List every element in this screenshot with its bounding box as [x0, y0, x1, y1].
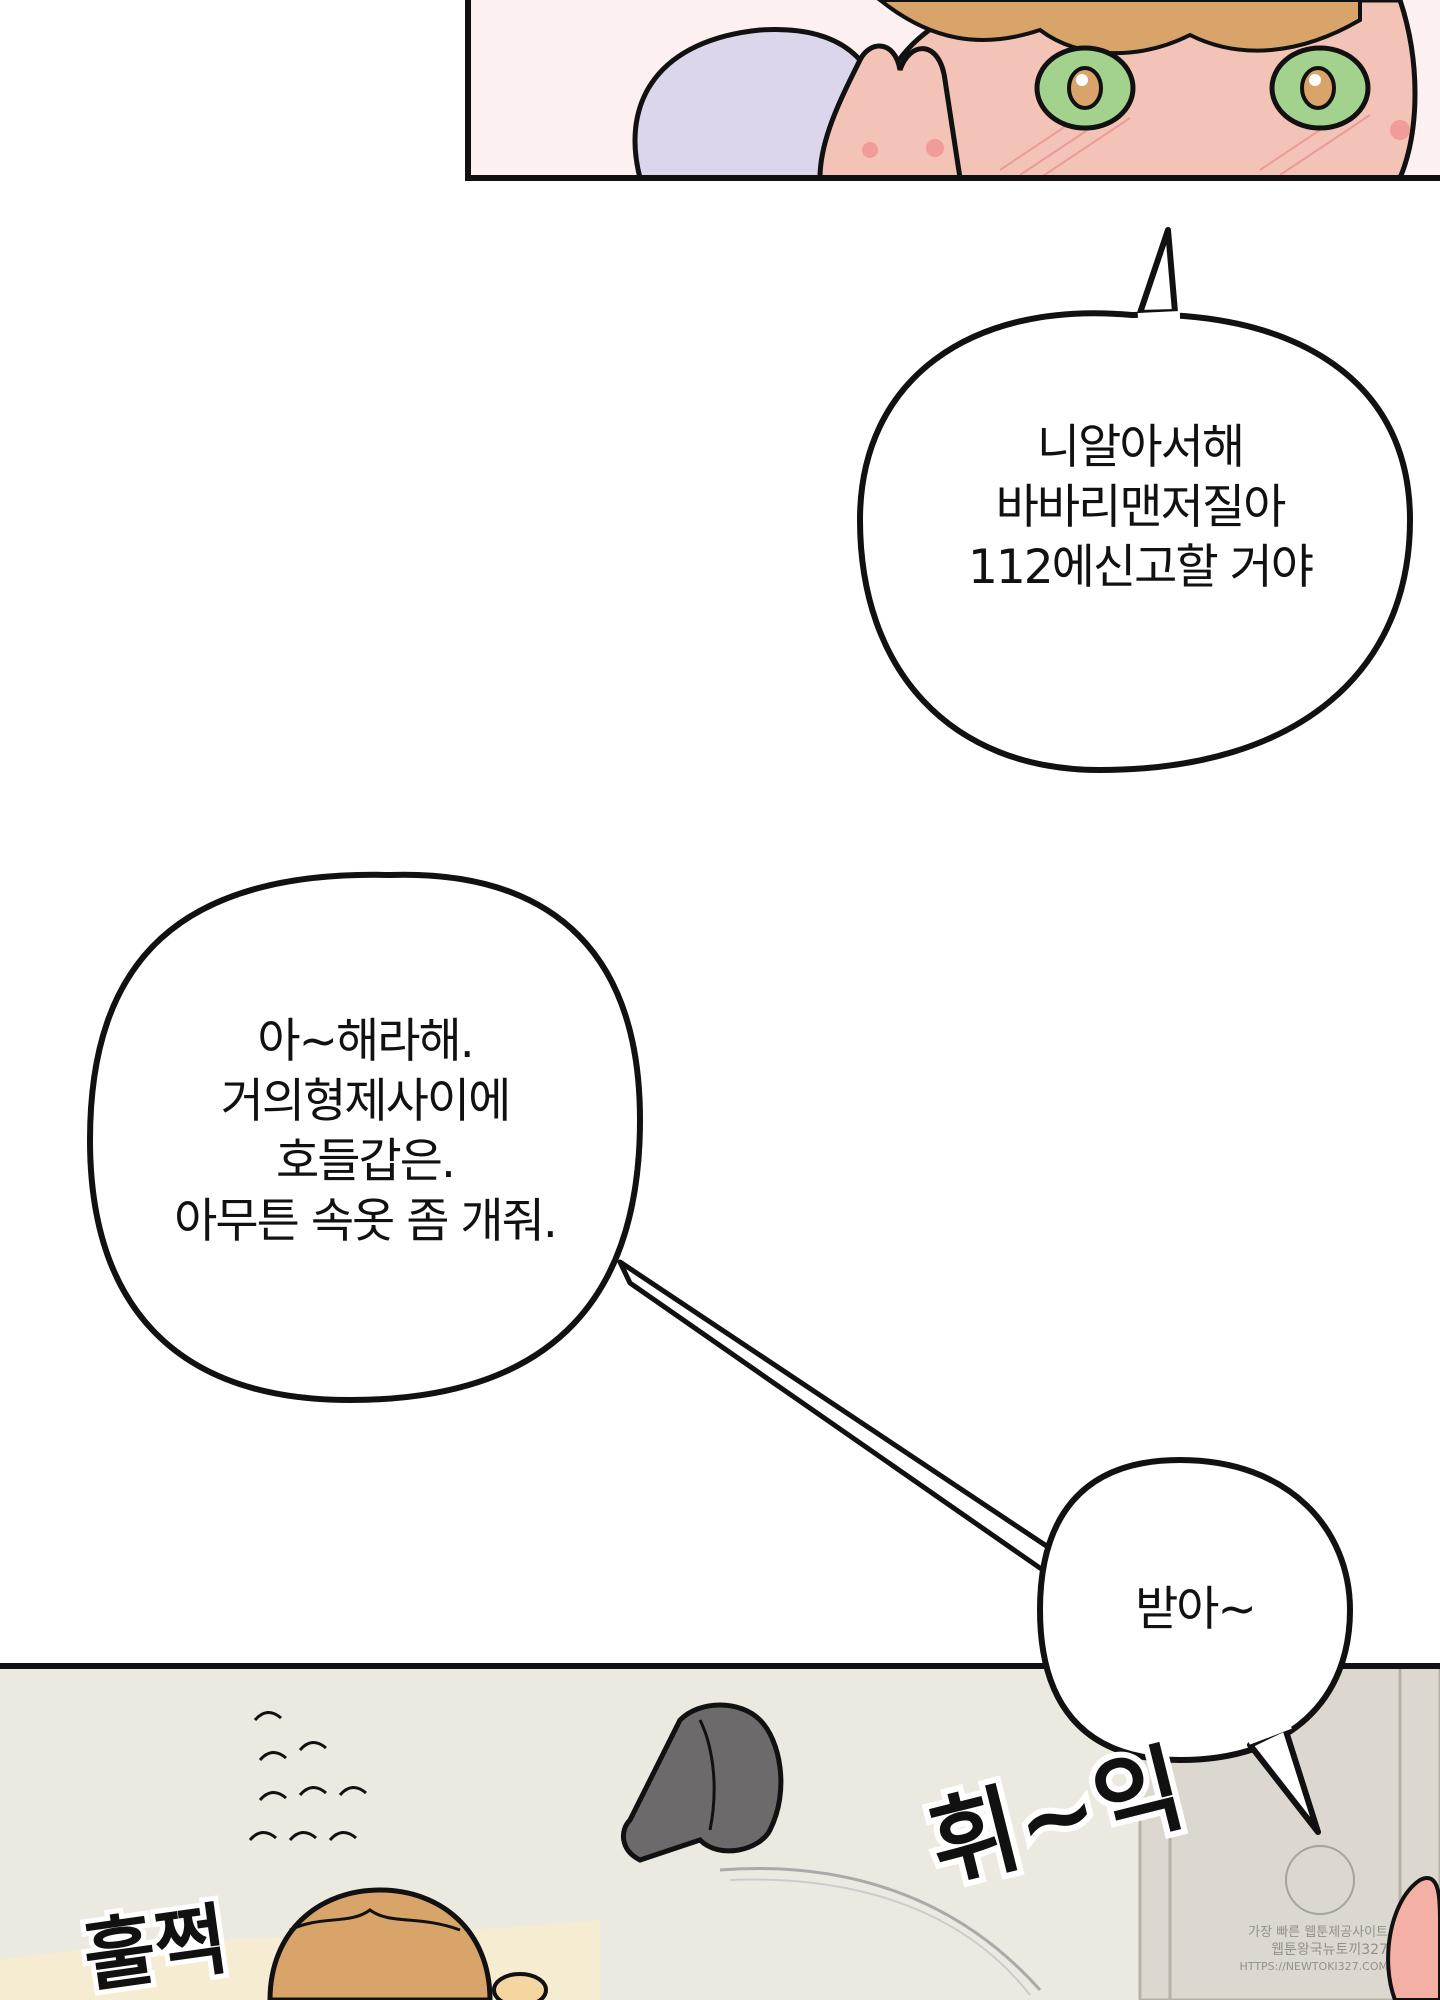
sock: [620, 1702, 784, 1863]
watermark-line3: HTTPS://NEWTOKI327.COM: [1240, 1960, 1388, 1973]
jump-marks: [248, 1711, 367, 1842]
watermark: 가장 빠른 웹툰제공사이트 웹툰왕국뉴토끼327 HTTPS://NEWTOKI…: [1240, 1845, 1388, 1973]
watermark-line1: 가장 빠른 웹툰제공사이트: [1248, 1925, 1388, 1940]
left-eye: [1034, 45, 1136, 131]
hair: [876, 0, 1362, 56]
sfx-jump-text: 훌쩍: [78, 1895, 233, 2000]
bubble-text-left: 아~해라해. 거의형제사이에 호들갑은. 아무튼 속옷 좀 개줘.: [110, 1012, 620, 1252]
bubble-connector: [617, 1259, 1063, 1578]
watermark-line2: 웹툰왕국뉴토끼327: [1271, 1942, 1388, 1958]
bubble-line: 아~해라해.: [257, 1014, 474, 1069]
bubble-line: 아무튼 속옷 좀 개줘.: [174, 1194, 558, 1249]
motion-line: [719, 1867, 1042, 1991]
right-eye: [1269, 45, 1371, 131]
bubble-line: 니알아서해: [1036, 420, 1245, 475]
top-panel: [465, 0, 1440, 181]
bubble-text-top-right: 니알아서해 바바리맨저질아 112에신고할 거야: [890, 418, 1390, 598]
hand: [817, 43, 963, 178]
speech-bubble-top-right: [856, 227, 1414, 774]
bubble-line: 거의형제사이에: [220, 1074, 512, 1129]
bubble-line: 호들갑은.: [276, 1134, 456, 1189]
bubble-line: 바바리맨저질아: [995, 480, 1287, 535]
character-head: [267, 1887, 548, 2000]
speech-bubble-left: [86, 871, 644, 1404]
top-panel-border: [465, 0, 1440, 181]
bubble-line: 받아~: [1135, 1582, 1257, 1637]
speech-bubble-small: [1036, 1456, 1354, 1835]
bubble-line: 112에신고할 거야: [967, 540, 1314, 595]
sfx-jump: 훌쩍: [73, 1890, 238, 2000]
bubble-text-small: 받아~: [1060, 1580, 1330, 1640]
